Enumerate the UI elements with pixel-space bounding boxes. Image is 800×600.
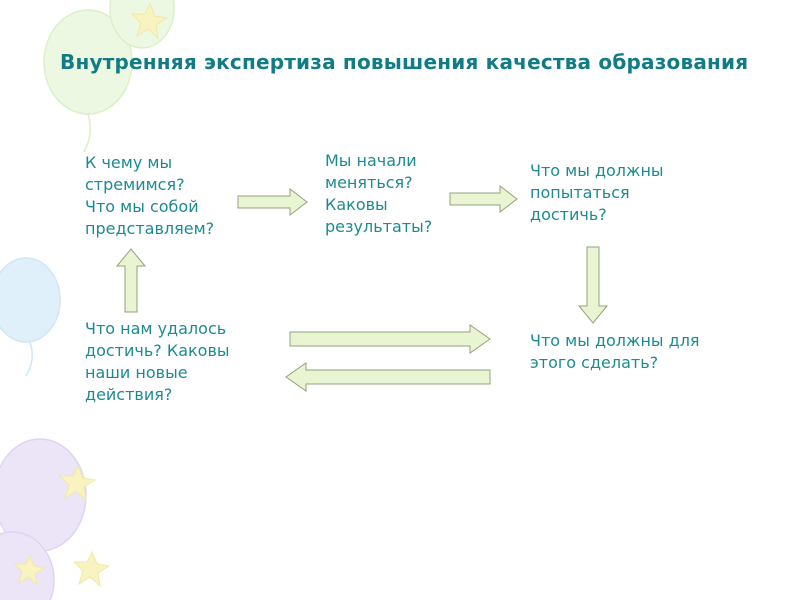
arrow-down-icon <box>577 246 609 324</box>
arrow-up-icon <box>115 248 147 313</box>
diagram-block-achievements: Что нам удалось достичь? Каковы наши нов… <box>85 319 230 404</box>
diagram-block-actions: Что мы должны для этого сделать? <box>530 331 700 372</box>
slide-title: Внутренняя экспертиза повышения качества… <box>60 50 749 74</box>
arrow-right-icon <box>449 184 518 214</box>
diagram-block-changes: Мы начали меняться? Каковы результаты? <box>325 151 433 236</box>
arrow-right-icon <box>289 324 491 354</box>
arrow-left-icon <box>285 362 491 392</box>
arrow-right-icon <box>237 187 308 217</box>
diagram-block-goals: Что мы должны попытаться достичь? <box>530 161 664 224</box>
diagram-block-aspirations: К чему мы стремимся? Что мы собой предст… <box>85 153 215 238</box>
